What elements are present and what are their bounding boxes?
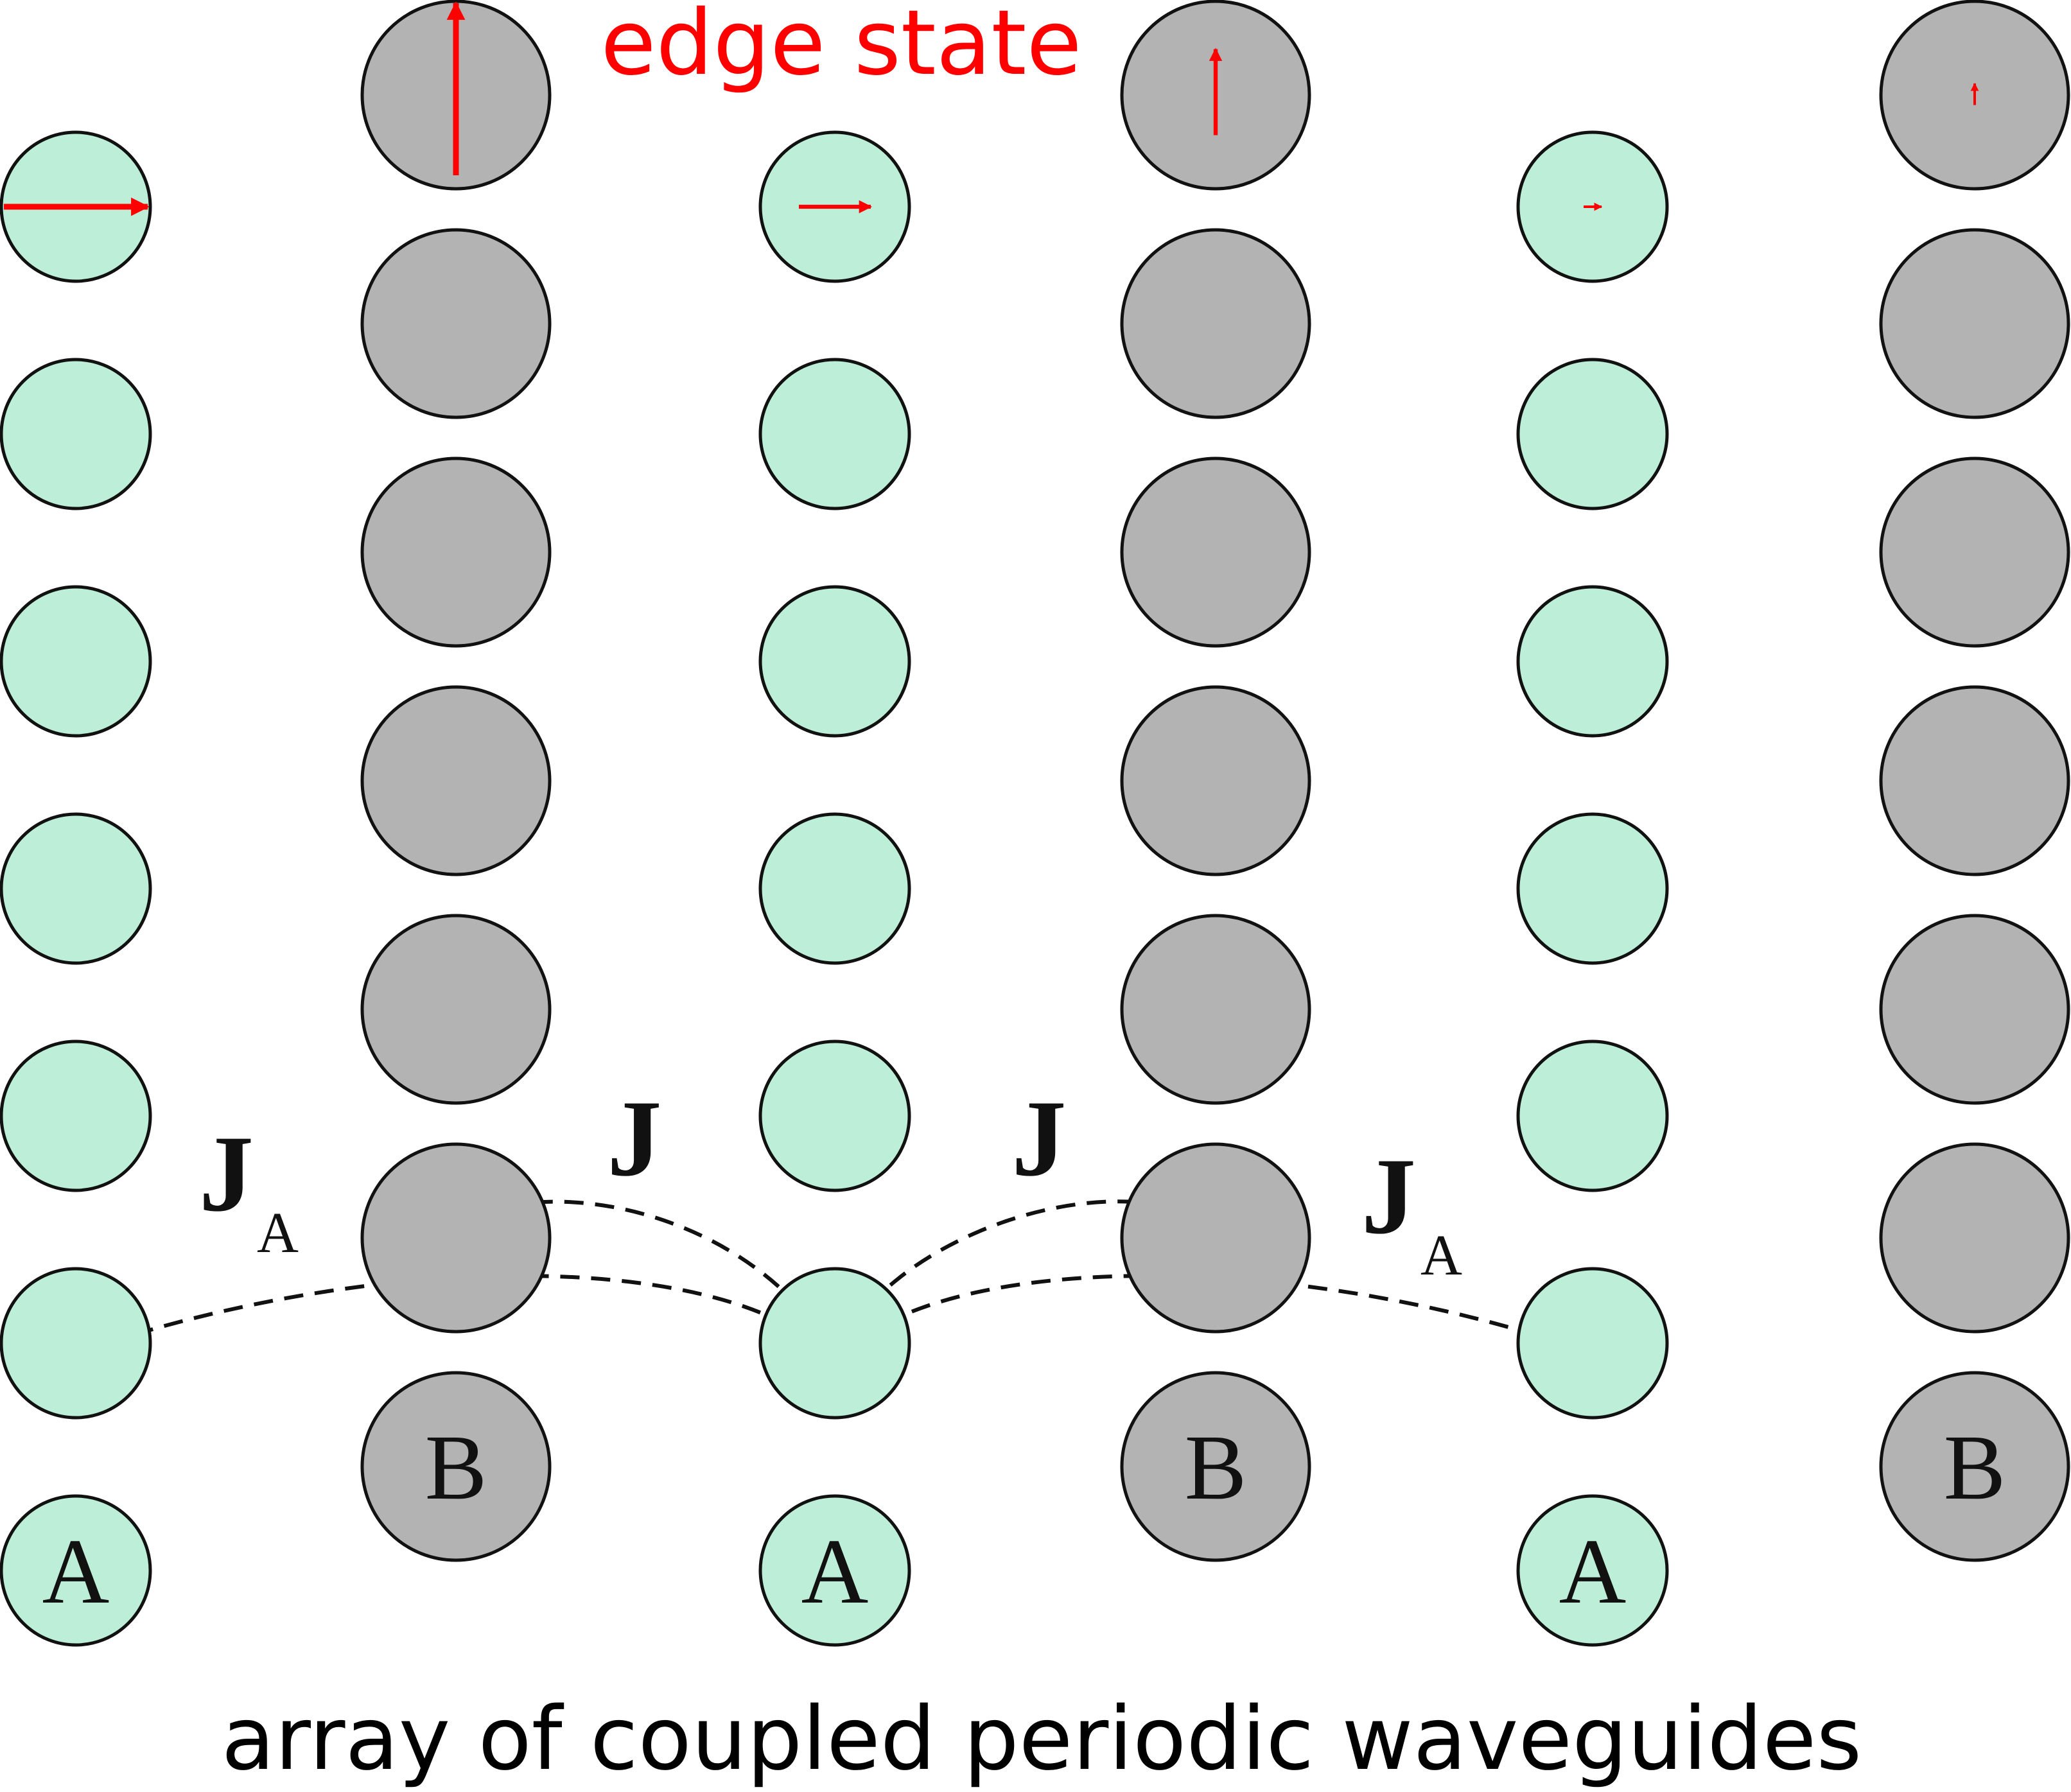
coupling-label-j-right: J — [1012, 1078, 1067, 1199]
site-a-label-col2: A — [801, 1520, 869, 1623]
coupling-label-ja-left: J A — [199, 1113, 299, 1265]
site-a-col2-row5 — [758, 1040, 911, 1192]
site-a-col3-row6 — [1516, 1267, 1669, 1420]
site-a-col3-row4 — [1516, 812, 1669, 965]
coupling-curve-j-right — [833, 1199, 1228, 1359]
site-a-col1-row5 — [0, 1040, 152, 1192]
site-a-col2-row3 — [758, 585, 911, 738]
site-b-col2-row4 — [1120, 685, 1311, 876]
site-a-col1-row2 — [0, 358, 152, 510]
coupling-label-ja-right-sub: A — [1420, 1224, 1462, 1287]
site-b-col3-row6 — [1879, 1142, 2070, 1334]
coupling-label-ja-right-main: J — [1361, 1136, 1416, 1257]
site-a-col2-row6 — [758, 1267, 911, 1420]
coupling-label-ja-right: J A — [1361, 1136, 1462, 1287]
site-b-col3-row2 — [1879, 228, 2070, 419]
site-a-label-col1: A — [42, 1520, 110, 1623]
site-b-col1-row2 — [360, 228, 552, 419]
site-a-col1-row3 — [0, 585, 152, 738]
site-b-col2-row5 — [1120, 914, 1311, 1105]
coupling-label-j-left: J — [607, 1078, 662, 1199]
site-b-col1-row3 — [360, 457, 552, 648]
site-b-col1-row5 — [360, 914, 552, 1105]
site-b-col1-row4 — [360, 685, 552, 876]
edge-state-label: edge state — [600, 0, 1081, 96]
site-b-col1-row6 — [360, 1142, 552, 1334]
site-b-col2-row2 — [1120, 228, 1311, 419]
site-b-col3-row3 — [1879, 457, 2070, 648]
diagram-caption: array of coupled periodic waveguides — [222, 1689, 1862, 1790]
site-a-col2-row2 — [758, 358, 911, 510]
site-a-col1-row4 — [0, 812, 152, 965]
edge-state-arrows — [4, 1, 1979, 216]
site-a-label-col3: A — [1559, 1520, 1627, 1623]
site-b-col1-row7 — [360, 1371, 552, 1562]
site-b-col2-row7 — [1120, 1371, 1311, 1562]
site-a-col3-row7 — [1516, 1494, 1669, 1647]
site-b-label-col3: B — [1944, 1416, 2006, 1519]
site-b-col3-row4 — [1879, 685, 2070, 876]
coupling-label-ja-left-sub: A — [257, 1201, 299, 1265]
site-a-col3-row3 — [1516, 585, 1669, 738]
site-b-col2-row6 — [1120, 1142, 1311, 1334]
site-a-col3-row2 — [1516, 358, 1669, 510]
site-b-col3-row7 — [1879, 1371, 2070, 1562]
site-a-col1-row6 — [0, 1267, 152, 1420]
site-b-col2-row3 — [1120, 457, 1311, 648]
site-b-label-col2: B — [1185, 1416, 1247, 1519]
site-a-col2-row4 — [758, 812, 911, 965]
coupling-label-ja-left-main: J — [199, 1113, 254, 1234]
site-b-label-col1: B — [425, 1416, 487, 1519]
site-a-col2-row7 — [758, 1494, 911, 1647]
site-b-col3-row5 — [1879, 914, 2070, 1105]
site-a-col1-row7 — [0, 1494, 152, 1647]
site-a-col3-row5 — [1516, 1040, 1669, 1192]
waveguide-sites: A A A B B B — [0, 0, 2070, 1647]
